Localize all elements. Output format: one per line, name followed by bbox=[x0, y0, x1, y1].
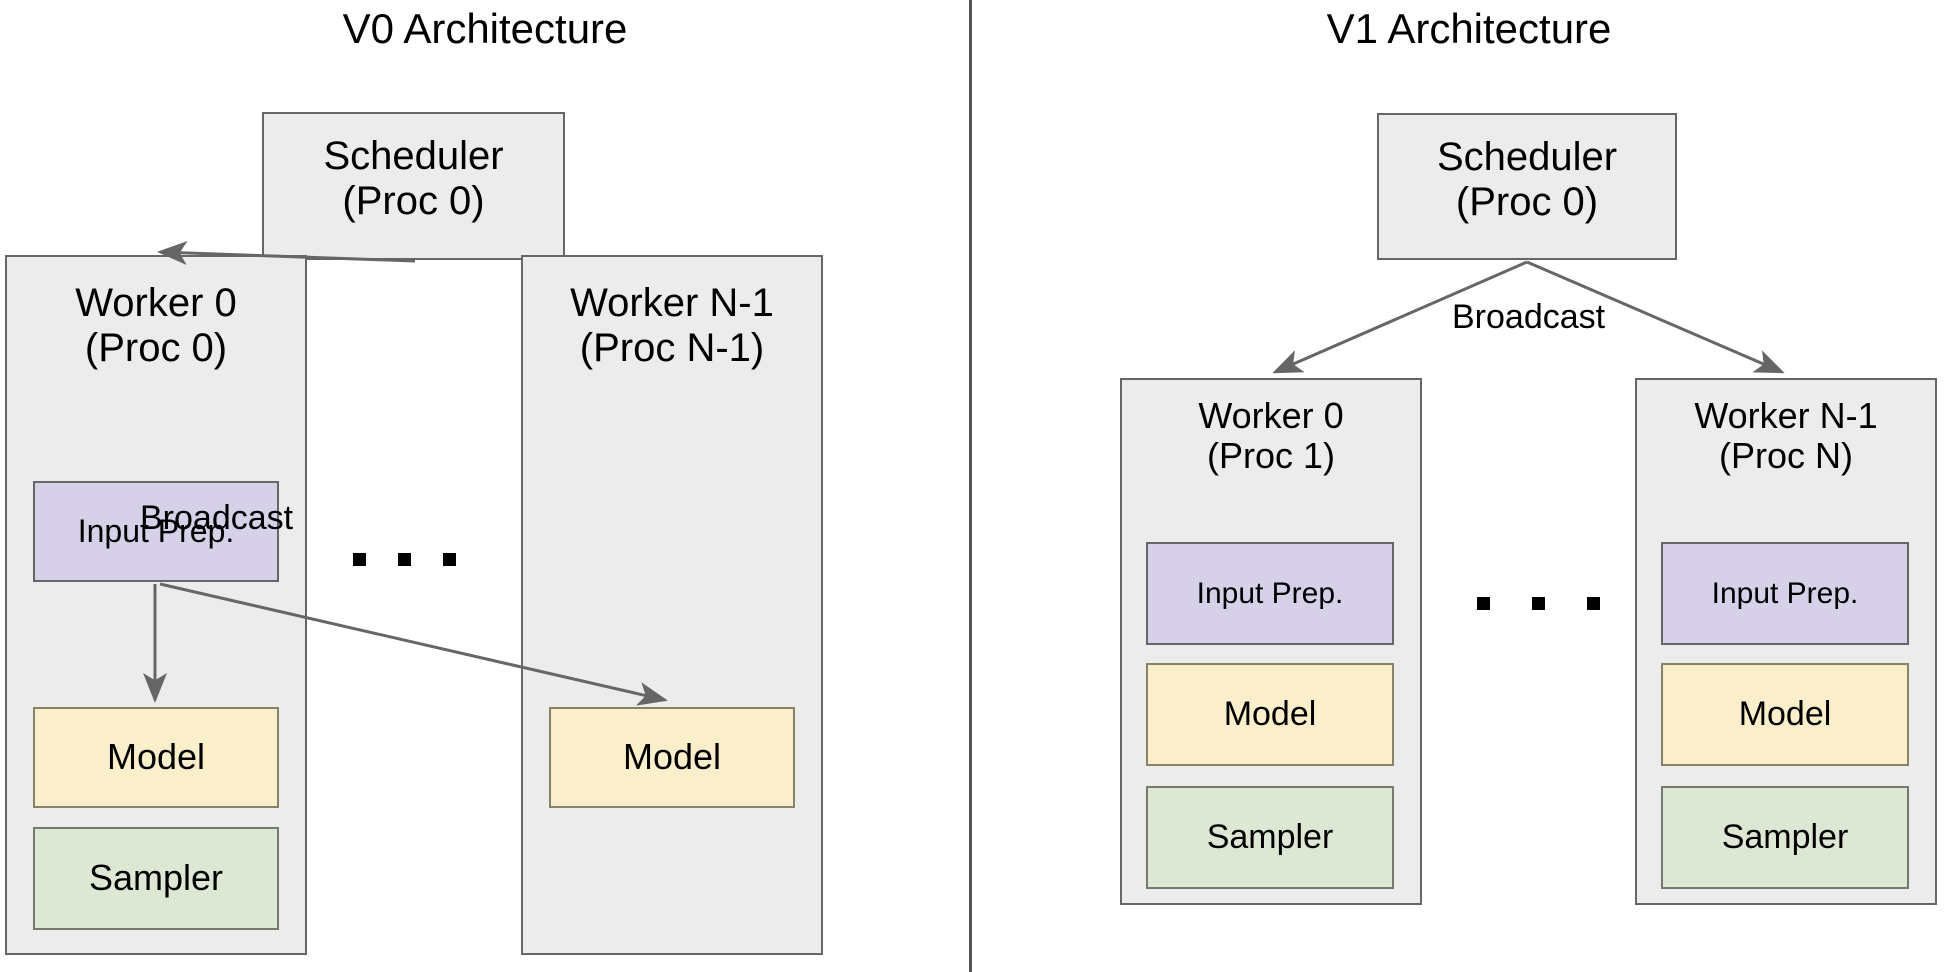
v0-worker-n-node: Worker N-1 (Proc N-1) bbox=[521, 255, 823, 955]
v1-worker-0-label-line1: Worker 0 bbox=[1198, 395, 1344, 436]
v0-worker-0-label-line2: (Proc 0) bbox=[84, 325, 228, 370]
v1-worker-0-input-prep-node: Input Prep. bbox=[1146, 542, 1394, 645]
v1-worker-0-input-prep-label: Input Prep. bbox=[1196, 576, 1344, 610]
v0-worker-0-sampler-node: Sampler bbox=[33, 827, 279, 930]
v1-worker-0-sampler-node: Sampler bbox=[1146, 786, 1394, 889]
v1-worker-n-label-line1: Worker N-1 bbox=[1694, 395, 1878, 436]
v1-worker-0-sampler-label: Sampler bbox=[1206, 818, 1334, 857]
v0-ellipsis-dot-3 bbox=[443, 553, 456, 566]
v1-ellipsis-dot-3 bbox=[1587, 597, 1600, 610]
v1-worker-n-label-line2: (Proc N) bbox=[1719, 435, 1853, 477]
panel-divider bbox=[969, 0, 972, 972]
v1-worker-n-model-node: Model bbox=[1661, 663, 1909, 766]
v1-scheduler-label-line1: Scheduler bbox=[1436, 135, 1618, 179]
v0-worker-0-input-prep-node: Input Prep. bbox=[33, 481, 279, 582]
v1-ellipsis-icon bbox=[1477, 597, 1600, 610]
v0-worker-n-model-label: Model bbox=[622, 736, 722, 778]
v0-ellipsis-dot-2 bbox=[398, 553, 411, 566]
v1-ellipsis-dot-2 bbox=[1532, 597, 1545, 610]
v0-worker-0-sampler-label: Sampler bbox=[88, 857, 224, 899]
v0-worker-n-label-line1: Worker N-1 bbox=[570, 281, 774, 325]
v0-ellipsis-icon bbox=[353, 553, 456, 566]
v0-scheduler-label-line1: Scheduler bbox=[323, 134, 504, 178]
v0-worker-0-input-prep-label: Input Prep. bbox=[77, 512, 235, 549]
v1-panel-title: V1 Architecture bbox=[1326, 5, 1612, 52]
v1-worker-n-input-prep-node: Input Prep. bbox=[1661, 542, 1909, 645]
v0-broadcast-edge-label: Broadcast bbox=[140, 499, 294, 537]
v0-ellipsis-dot-1 bbox=[353, 553, 366, 566]
v1-worker-0-model-label: Model bbox=[1223, 695, 1317, 734]
v1-worker-n-model-label: Model bbox=[1738, 695, 1832, 734]
v0-worker-0-model-node: Model bbox=[33, 707, 279, 808]
v1-worker-n-input-prep-label: Input Prep. bbox=[1711, 576, 1859, 610]
v0-worker-0-model-label: Model bbox=[106, 736, 206, 778]
v1-worker-n-sampler-node: Sampler bbox=[1661, 786, 1909, 889]
v0-panel-title: V0 Architecture bbox=[342, 5, 628, 52]
v1-broadcast-edge-label: Broadcast bbox=[1452, 298, 1606, 336]
v0-worker-0-label-line1: Worker 0 bbox=[75, 281, 237, 325]
v1-worker-0-model-node: Model bbox=[1146, 663, 1394, 766]
v1-worker-n-sampler-label: Sampler bbox=[1721, 818, 1849, 857]
v0-scheduler-label-line2: (Proc 0) bbox=[342, 178, 485, 223]
v0-scheduler-node: Scheduler (Proc 0) bbox=[262, 112, 565, 260]
v1-scheduler-node: Scheduler (Proc 0) bbox=[1377, 113, 1677, 260]
v1-worker-0-label-line2: (Proc 1) bbox=[1206, 435, 1336, 477]
v0-worker-n-model-node: Model bbox=[549, 707, 795, 808]
v1-scheduler-label-line2: (Proc 0) bbox=[1455, 179, 1599, 224]
v0-worker-n-label-line2: (Proc N-1) bbox=[579, 325, 765, 370]
v1-ellipsis-dot-1 bbox=[1477, 597, 1490, 610]
